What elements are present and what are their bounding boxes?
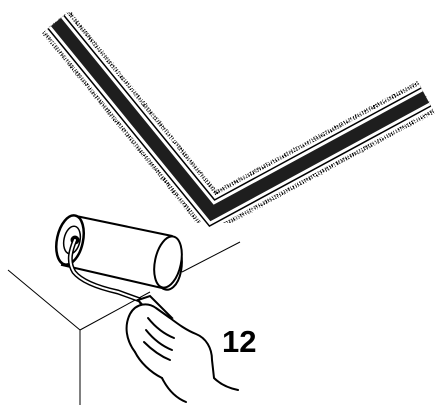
paint-roller-icon bbox=[55, 214, 183, 326]
masking-tape-icon bbox=[42, 10, 435, 236]
roller-frame-inner bbox=[69, 239, 149, 313]
hand-finger-3 bbox=[143, 341, 171, 361]
hand-finger-2 bbox=[145, 329, 173, 351]
roller-end-right bbox=[153, 235, 183, 289]
wrist-line bbox=[161, 377, 187, 403]
painted-trim-stripe bbox=[50, 17, 430, 222]
ceiling-edge bbox=[181, 241, 241, 273]
hand-finger-1 bbox=[147, 317, 175, 339]
hand-thumb bbox=[134, 351, 163, 379]
hand-icon bbox=[125, 303, 239, 403]
wall-edge-left bbox=[7, 269, 81, 331]
step-number: 12 bbox=[222, 324, 257, 359]
